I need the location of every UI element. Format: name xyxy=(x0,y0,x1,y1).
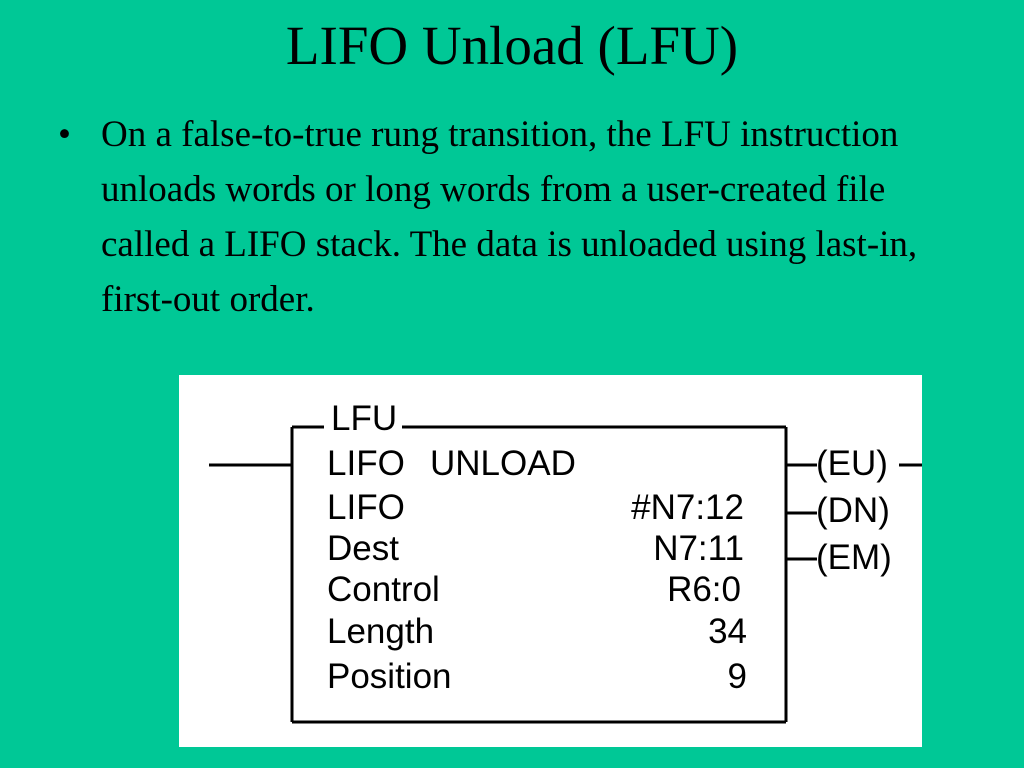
output-eu: (EU) xyxy=(816,444,888,483)
header-left: LIFO xyxy=(327,444,405,483)
ladder-diagram-svg: LFU LIFO UNLOAD LIFO #N7:12 Dest N7:11 C… xyxy=(209,399,922,724)
bullet-text: On a false-to-true rung transition, the … xyxy=(101,114,918,320)
row-label: LIFO xyxy=(327,488,405,527)
row-value: N7:11 xyxy=(653,529,744,568)
output-em: (EM) xyxy=(816,538,892,577)
output-dn: (DN) xyxy=(816,491,890,530)
row-label: Position xyxy=(327,657,452,696)
header-right: UNLOAD xyxy=(430,444,576,483)
row-label: Dest xyxy=(327,529,399,568)
row-value: 34 xyxy=(708,612,747,651)
row-label: Control xyxy=(327,570,440,609)
row-value: 9 xyxy=(728,657,747,696)
row-label: Length xyxy=(327,612,434,651)
bullet-marker: • xyxy=(58,114,71,155)
ladder-diagram: LFU LIFO UNLOAD LIFO #N7:12 Dest N7:11 C… xyxy=(179,375,922,747)
row-value: #N7:12 xyxy=(631,488,744,527)
instruction-name: LFU xyxy=(331,399,397,438)
slide-title: LIFO Unload (LFU) xyxy=(285,15,739,76)
row-value: R6:0 xyxy=(667,570,741,609)
